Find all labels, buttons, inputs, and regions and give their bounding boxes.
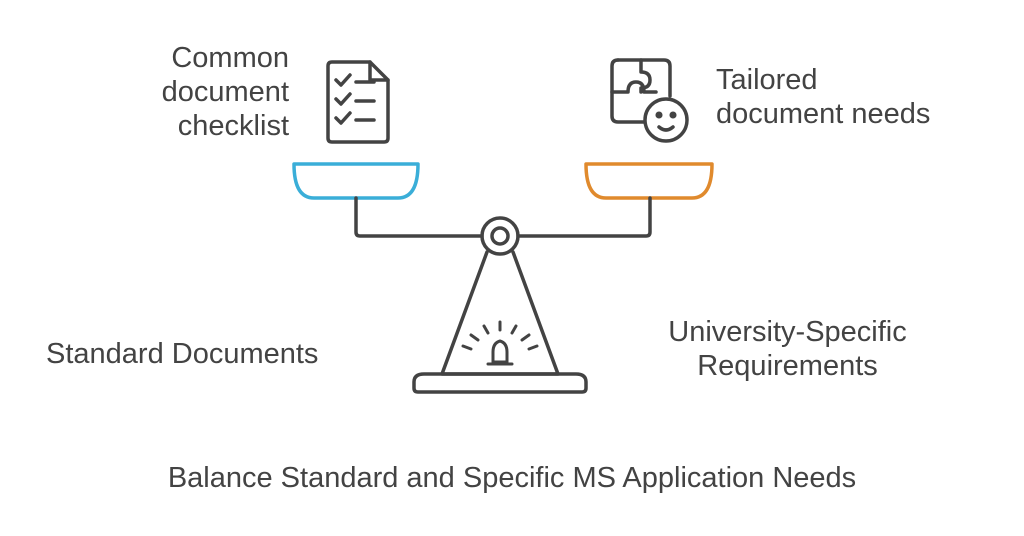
gauge-icon [461, 320, 539, 366]
right-pan-label: Tailored document needs [716, 63, 930, 131]
left-pan-label-line-1: Common [171, 42, 289, 74]
left-side-label: Standard Documents [46, 338, 319, 370]
right-pan-label-line-1: Tailored [716, 64, 818, 96]
scale-beam [354, 196, 652, 238]
diagram-title: Balance Standard and Specific MS Applica… [167, 462, 857, 494]
puzzle-face-icon [610, 58, 689, 143]
right-side-label-line-1: University-Specific [668, 316, 907, 348]
right-side-label: University-Specific Requirements [655, 315, 920, 383]
left-pan [292, 162, 420, 200]
left-pan-label-line-2: document [161, 76, 289, 108]
right-pan-label-line-2: document needs [716, 98, 931, 130]
scale-stand [412, 250, 588, 394]
checklist-icon [326, 60, 390, 144]
pivot-icon [480, 216, 520, 256]
right-side-label-line-2: Requirements [697, 350, 878, 382]
right-pan [584, 162, 714, 200]
left-pan-label: Common document checklist [162, 41, 289, 143]
left-pan-label-line-3: checklist [177, 110, 289, 142]
